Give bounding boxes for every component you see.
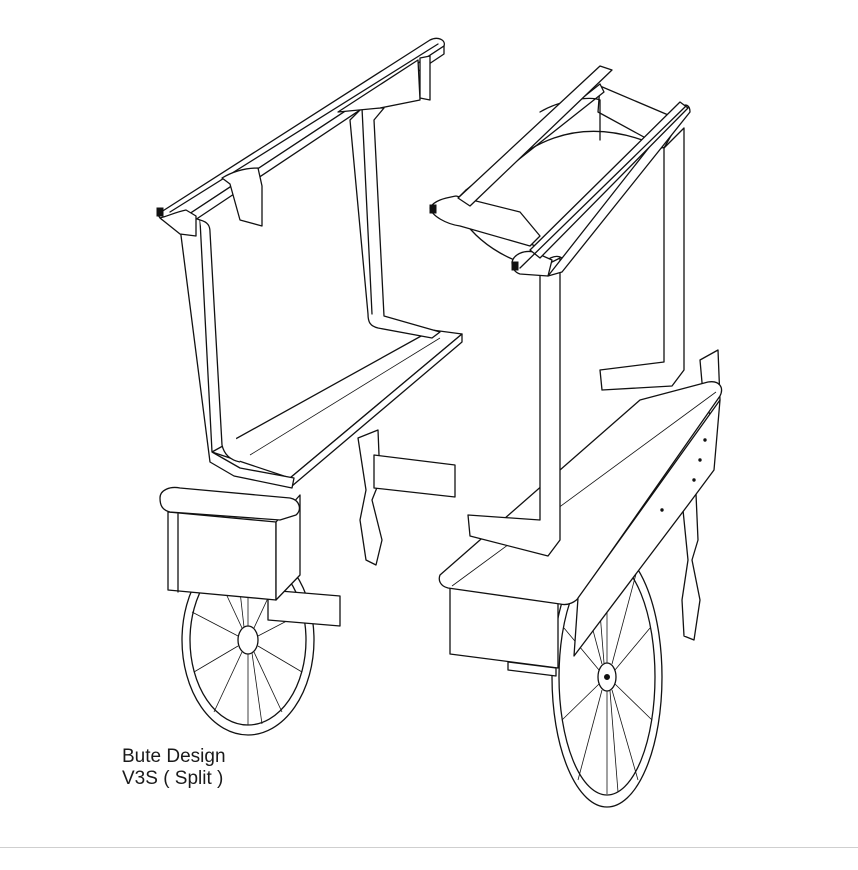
footer-divider (0, 847, 858, 848)
left-cart-half (156, 37, 463, 736)
caption-model: V3S ( Split ) (122, 768, 224, 789)
right-cart-half (429, 65, 723, 808)
caption-title: Bute Design (122, 746, 226, 767)
caption: Bute Design V3S ( Split ) (122, 746, 226, 790)
